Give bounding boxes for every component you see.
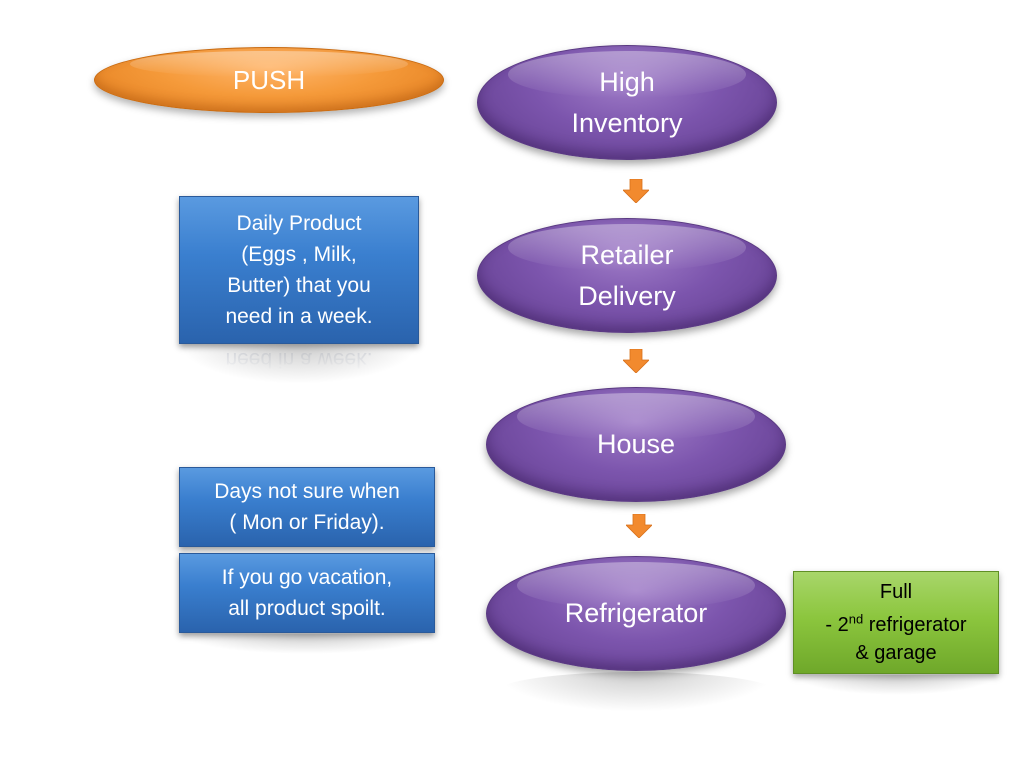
note-days-not-sure: Days not sure when ( Mon or Friday).	[179, 467, 435, 547]
node-high-inventory-line1: High	[599, 66, 655, 97]
note-full-line2-sup: nd	[848, 611, 864, 627]
node-refrigerator: Refrigerator	[486, 556, 786, 671]
note-daily-product-shadow	[179, 344, 419, 384]
note-full: Full - 2nd refrigerator & garage	[793, 571, 999, 674]
note-days-not-sure-line1: Days not sure when	[214, 480, 400, 503]
push-label: PUSH	[94, 47, 444, 113]
note-full-shadow	[793, 675, 999, 695]
note-full-line3: & garage	[855, 642, 937, 665]
node-house-label: House	[596, 429, 676, 459]
note-daily-product-line4: need in a week.	[225, 305, 373, 328]
refrigerator-reflection	[496, 672, 776, 712]
note-daily-product-line3: Butter) that you	[227, 274, 371, 297]
node-refrigerator-label: Refrigerator	[564, 598, 708, 628]
down-arrow-icon	[626, 514, 652, 538]
node-high-inventory: High Inventory	[477, 45, 777, 160]
node-retailer-delivery-line2: Delivery	[578, 280, 676, 311]
note-vacation: If you go vacation, all product spoilt.	[179, 553, 435, 633]
node-high-inventory-line2: Inventory	[571, 107, 683, 138]
note-full-line1: Full	[879, 580, 913, 603]
note-full-line2-prefix: - 2	[825, 614, 849, 637]
note-vacation-line1: If you go vacation,	[221, 566, 393, 589]
push-text: PUSH	[232, 64, 306, 95]
note-days-not-sure-line2: ( Mon or Friday).	[229, 511, 385, 534]
note-daily-product: Daily Product (Eggs , Milk, Butter) that…	[179, 196, 419, 344]
node-retailer-delivery-line1: Retailer	[580, 239, 674, 270]
node-retailer-delivery: Retailer Delivery	[477, 218, 777, 333]
note-daily-product-line2: (Eggs , Milk,	[241, 243, 357, 266]
note-full-line2-suffix: refrigerator	[863, 614, 967, 637]
down-arrow-icon	[623, 349, 649, 373]
note-daily-product-line1: Daily Product	[236, 212, 362, 235]
note-vacation-line2: all product spoilt.	[228, 597, 386, 620]
note-vacation-shadow	[179, 634, 435, 654]
node-house: House	[486, 387, 786, 502]
down-arrow-icon	[623, 179, 649, 203]
